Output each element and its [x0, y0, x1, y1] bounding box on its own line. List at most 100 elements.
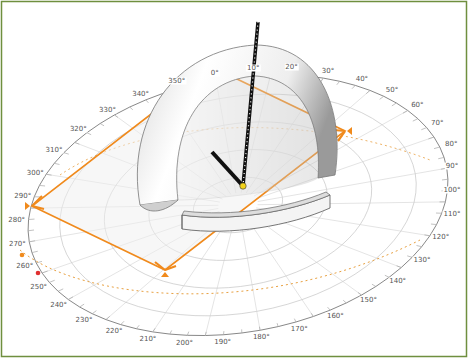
azimuth-label: 270°	[8, 240, 27, 247]
azimuth-label: 40°	[355, 75, 369, 82]
grid-tick	[100, 124, 104, 126]
grid-tick	[136, 325, 139, 329]
grid-tick	[440, 201, 446, 202]
grid-tick	[42, 271, 48, 273]
grid-tick	[343, 300, 346, 303]
grid-tick	[46, 174, 51, 176]
grid-tick	[328, 307, 331, 310]
azimuth-label: 250°	[29, 283, 48, 290]
azimuth-label: 210°	[138, 336, 157, 343]
azimuth-label: 280°	[7, 217, 26, 224]
grid-tick	[170, 330, 172, 334]
grid-tick	[29, 241, 35, 242]
legend-dot	[36, 271, 41, 276]
grid-tick	[397, 266, 402, 268]
grid-tick	[416, 246, 421, 247]
grid-tick	[153, 328, 155, 332]
azimuth-label: 180°	[252, 334, 271, 341]
azimuth-label: 170°	[290, 325, 309, 332]
grid-tick	[392, 103, 396, 106]
grid-tick	[39, 185, 45, 187]
azimuth-label: 130°	[413, 257, 432, 264]
azimuth-label: 260°	[15, 263, 34, 270]
azimuth-label: 140°	[388, 278, 407, 285]
grid-tick	[241, 329, 242, 333]
grid-tick	[436, 213, 442, 214]
grid-tick	[424, 234, 429, 236]
grid-tick	[337, 81, 340, 85]
grid-tick	[80, 304, 84, 307]
azimuth-label: 100°	[443, 186, 462, 193]
grid-tick	[311, 313, 313, 316]
azimuth-label: 310°	[45, 146, 64, 153]
grid-tick	[352, 85, 355, 88]
grid-tick	[187, 332, 188, 336]
grid-tick	[321, 78, 323, 82]
grid-tick	[403, 110, 408, 113]
grid-tick	[372, 284, 376, 286]
grid-tick	[294, 319, 296, 322]
legend-dot	[20, 253, 25, 258]
azimuth-label: 110°	[443, 210, 462, 217]
grid-tick	[28, 230, 34, 232]
azimuth-label: 20°	[284, 64, 298, 71]
grid-tick	[442, 179, 448, 181]
grid-tick	[87, 133, 91, 135]
grid-tick	[205, 332, 207, 336]
azimuth-label: 150°	[359, 297, 378, 304]
grid-tick	[366, 90, 370, 93]
azimuth-label: 240°	[49, 301, 68, 308]
azimuth-label: 160°	[326, 313, 345, 320]
azimuth-label: 200°	[175, 339, 194, 346]
grid-spoke	[258, 202, 446, 205]
grid-tick	[428, 137, 434, 139]
grid-tick	[146, 100, 149, 103]
grid-tick	[438, 157, 444, 158]
azimuth-label: 30°	[321, 67, 335, 74]
sun-path-curve	[20, 240, 420, 294]
grid-tick	[54, 163, 59, 164]
grid-tick	[58, 289, 63, 291]
grid-spoke	[245, 216, 313, 317]
grid-tick	[29, 219, 35, 220]
grid-tick	[277, 323, 278, 326]
azimuth-label: 190°	[213, 339, 232, 346]
gnomon-rod	[212, 22, 258, 189]
azimuth-label: 120°	[431, 234, 450, 241]
grid-tick	[121, 321, 124, 324]
grid-tick	[92, 311, 96, 314]
grid-tick	[49, 280, 54, 282]
grid-tick	[75, 142, 80, 144]
grid-tick	[32, 251, 38, 252]
azimuth-label: 230°	[75, 316, 94, 323]
azimuth-label: 0°	[210, 69, 220, 76]
dome-shading-device	[137, 45, 337, 231]
grid-tick	[259, 327, 261, 331]
grid-tick	[407, 256, 412, 257]
grid-tick	[358, 293, 361, 296]
grid-tick	[130, 107, 133, 110]
grid-spoke	[240, 217, 260, 330]
azimuth-label: 50°	[385, 87, 399, 94]
azimuth-label: 60°	[410, 102, 424, 109]
azimuth-label: 340°	[131, 90, 150, 97]
azimuth-label: 350°	[167, 78, 186, 85]
grid-tick	[380, 96, 384, 99]
azimuth-label: 330°	[98, 106, 117, 113]
grid-tick	[421, 128, 426, 130]
azimuth-label: 320°	[69, 125, 88, 132]
azimuth-label: 290°	[13, 193, 32, 200]
azimuth-label: 90°	[445, 163, 459, 170]
azimuth-label: 70°	[430, 120, 444, 127]
grid-tick	[434, 147, 440, 149]
azimuth-label: 10°	[246, 64, 260, 71]
grid-tick	[413, 119, 418, 121]
grid-tick	[114, 115, 117, 118]
grid-tick	[106, 316, 110, 319]
grid-tick	[68, 297, 73, 300]
grid-tick	[64, 153, 69, 154]
grid-tick	[431, 224, 437, 226]
